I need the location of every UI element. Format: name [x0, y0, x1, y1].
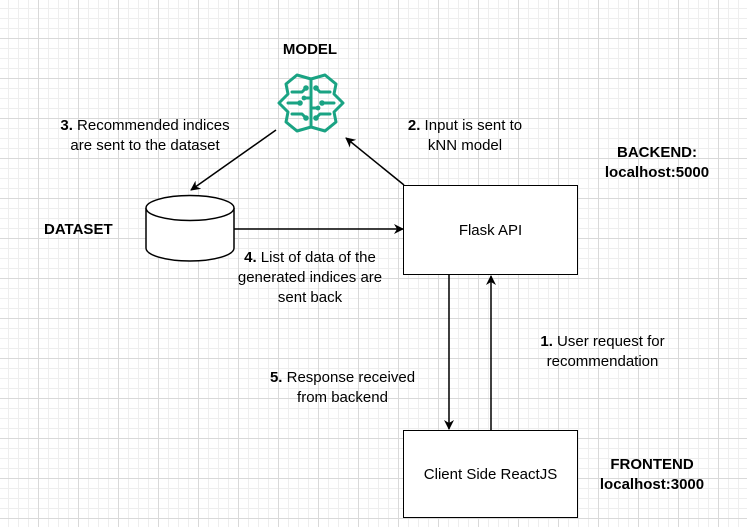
- step-1-text-line2: recommendation: [546, 353, 659, 370]
- flask-api-label: Flask API: [458, 221, 523, 239]
- step-1-number: 1.: [540, 333, 553, 350]
- step-5-text-line2: from backend: [297, 389, 388, 406]
- arrow-flask-to-model: [345, 137, 405, 186]
- step-2-number: 2.: [407, 117, 421, 134]
- step-5-text-line1: Response received: [282, 369, 416, 386]
- step-4-text-line1: List of data of the: [256, 249, 376, 266]
- step-5-number: 5.: [269, 369, 283, 386]
- step-4-text-line2: generated indices are: [237, 269, 383, 286]
- step-4-text-line3: sent back: [277, 289, 343, 306]
- frontend-title: FRONTEND: [610, 456, 694, 473]
- frontend-host: localhost:3000: [599, 476, 705, 493]
- database-cylinder-icon: [145, 194, 235, 262]
- brain-circuit-icon: [277, 73, 345, 133]
- step-2-label: 2. Input is sent to kNN model: [380, 116, 550, 156]
- client-reactjs-label: Client Side ReactJS: [423, 465, 558, 483]
- model-title: MODEL: [282, 41, 338, 58]
- step-5-label: 5. Response received from backend: [250, 368, 435, 408]
- step-3-text-line1: Recommended indices: [72, 117, 230, 134]
- backend-title: BACKEND:: [617, 144, 697, 161]
- flask-api-box: Flask API: [403, 185, 578, 275]
- step-2-text-line2: kNN model: [427, 137, 503, 154]
- step-3-number: 3.: [60, 117, 73, 134]
- step-3-text-line2: are sent to the dataset: [70, 137, 220, 154]
- frontend-label: FRONTEND localhost:3000: [577, 455, 727, 495]
- step-3-label: 3. Recommended indices are sent to the d…: [35, 116, 255, 156]
- arrow-model-to-dataset: [190, 129, 277, 191]
- step-4-label: 4. List of data of the generated indices…: [215, 248, 405, 308]
- step-1-text-line1: User request for: [552, 333, 665, 350]
- client-reactjs-box: Client Side ReactJS: [403, 430, 578, 518]
- step-1-label: 1. User request for recommendation: [520, 332, 685, 372]
- backend-host: localhost:5000: [604, 164, 710, 181]
- backend-label: BACKEND: localhost:5000: [582, 143, 732, 183]
- dataset-title: DATASET: [44, 221, 113, 238]
- step-4-number: 4.: [244, 249, 257, 266]
- step-2-text-line1: Input is sent to: [420, 117, 523, 134]
